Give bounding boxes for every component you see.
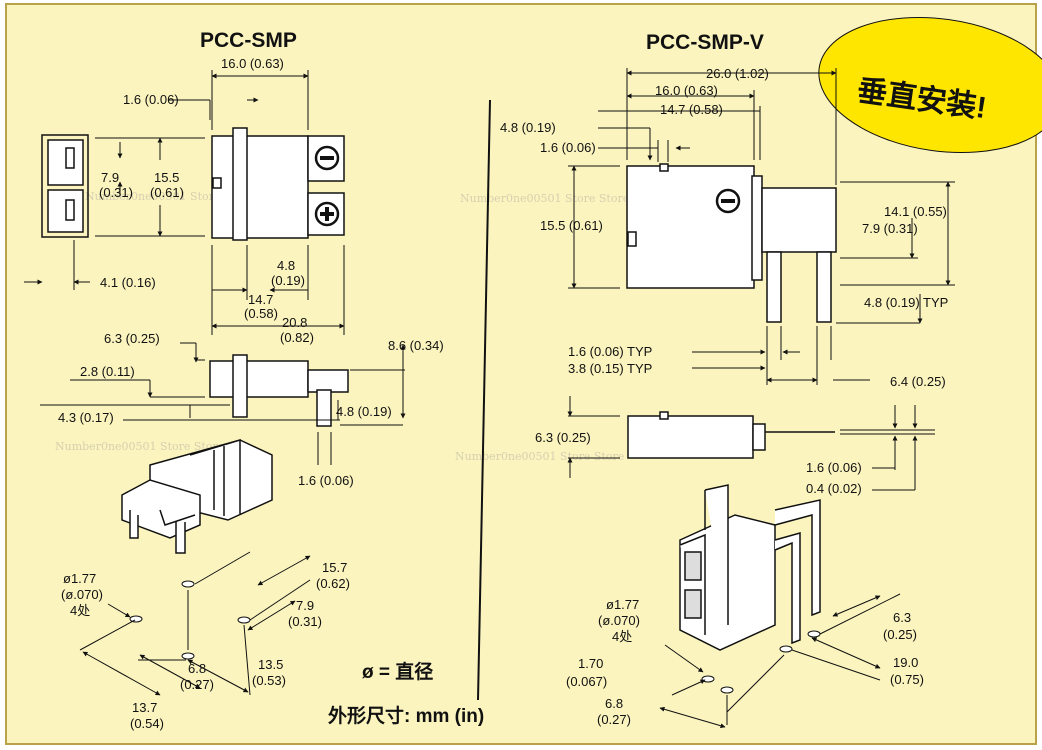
right-small-side-view [627,411,835,459]
dim-pitch-in: (0.31) [99,185,133,200]
right-title: PCC-SMP-V [646,31,764,54]
v-hole-h3-in: (0.25) [883,627,917,642]
dim-lead-thick: 1.6 (0.06) [123,92,179,107]
dim-v-overall: 26.0 (1.02) [706,66,769,81]
vertical-mount-badge: 垂直安装! [818,16,1042,154]
minus-terminal-icon [314,145,340,171]
dim-v-side-h: 6.3 (0.25) [535,430,591,445]
v-hole-h2-mm: 6.8 [605,696,623,711]
dim-total-in: (0.82) [280,330,314,345]
dim-height-in: (0.61) [150,185,184,200]
dim-v-total-h: 14.1 (0.55) [884,204,947,219]
dim-v-pitch: 7.9 (0.31) [862,221,918,236]
v-hole-h1-in: (0.067) [566,674,607,689]
dim-v-body: 14.7 (0.58) [660,102,723,117]
hole-h3-mm: 6.8 [188,661,206,676]
watermark-2: Number0ne00501 Store Store [460,192,629,205]
left-hole-pattern [79,551,311,696]
center-divider [477,99,491,701]
legend-diameter: ø = 直径 [362,660,433,683]
hole-dia-in: (ø.070) [61,587,103,602]
v-hole-count: 4处 [612,629,632,644]
watermark-3: Number0ne00501 Store Store [55,440,224,453]
hole-h2-in: (0.31) [288,614,322,629]
v-hole-dia-mm: ø1.77 [606,597,639,612]
v-hole-dia-in: (ø.070) [598,613,640,628]
hole-h3-in: (0.27) [180,677,214,692]
hole-h5-mm: 13.7 [132,700,157,715]
right-dim-lines [568,68,955,385]
dim-flange: 6.3 (0.25) [104,331,160,346]
watermark-4: Number0ne00501 Store Store [455,450,624,463]
dim-side-h: 8.6 (0.34) [388,338,444,353]
right-hole-pattern [659,593,901,729]
v-hole-h4-in: (0.75) [890,672,924,687]
dim-v-pin-s-typ: 3.8 (0.15) TYP [568,361,652,376]
dim-height-mm: 15.5 [154,170,179,185]
hole-h4-in: (0.53) [252,673,286,688]
left-front-view [41,134,89,238]
dim-pin-w: 1.6 (0.06) [298,473,354,488]
v-hole-h1-mm: 1.70 [578,656,603,671]
hole-h5-in: (0.54) [130,716,164,731]
dim-v-pin-typ: 4.8 (0.19) TYP [864,295,948,310]
hole-h4-mm: 13.5 [258,657,283,672]
v-hole-h3-mm: 6.3 [893,610,911,625]
hole-dia-mm: ø1.77 [63,571,96,586]
dim-pin-len: 4.8 (0.19) [336,404,392,419]
dim-pin-mm: 4.8 [277,258,295,273]
right-side-view [626,163,837,323]
dim-v-side-t: 1.6 (0.06) [806,460,862,475]
v-hole-h4-mm: 19.0 [893,655,918,670]
right-3d-connector [679,484,821,651]
legend-units: 外形尺寸: mm (in) [328,704,484,727]
hole-count: 4处 [70,603,90,618]
dim-body-mm: 14.7 [248,292,273,307]
hole-h1-in: (0.62) [316,576,350,591]
dim-slot: 4.1 (0.16) [100,275,156,290]
left-3d-connector [121,438,273,554]
minus-terminal-icon [715,188,741,214]
hole-h2-mm: 7.9 [296,598,314,613]
hole-h1-mm: 15.7 [322,560,347,575]
left-bottom-dims [40,342,406,465]
right-small-dims [567,396,935,491]
dim-body-h: 2.8 (0.11) [80,364,135,379]
dim-v-side-tip: 0.4 (0.02) [806,481,862,496]
dim-pitch-mm: 7.9 [101,170,119,185]
left-dim-lines [24,70,345,335]
left-bottom-view [209,354,349,427]
dim-body-in: (0.58) [244,306,278,321]
left-title: PCC-SMP [200,29,297,52]
dim-v-width: 16.0 (0.63) [655,83,718,98]
dim-v-height: 15.5 (0.61) [540,218,603,233]
dim-base: 4.3 (0.17) [58,410,114,425]
dim-v-top: 4.8 (0.19) [500,120,556,135]
dim-pin-in: (0.19) [271,273,305,288]
left-side-view [211,127,345,241]
dim-v-pin-w-typ: 1.6 (0.06) TYP [568,344,652,359]
dim-overall-width: 16.0 (0.63) [221,56,284,71]
dim-v-pin-gap: 6.4 (0.25) [890,374,946,389]
plus-terminal-icon [314,201,340,227]
dim-total-mm: 20.8 [282,315,307,330]
v-hole-h2-in: (0.27) [597,712,631,727]
dim-v-thick: 1.6 (0.06) [540,140,596,155]
